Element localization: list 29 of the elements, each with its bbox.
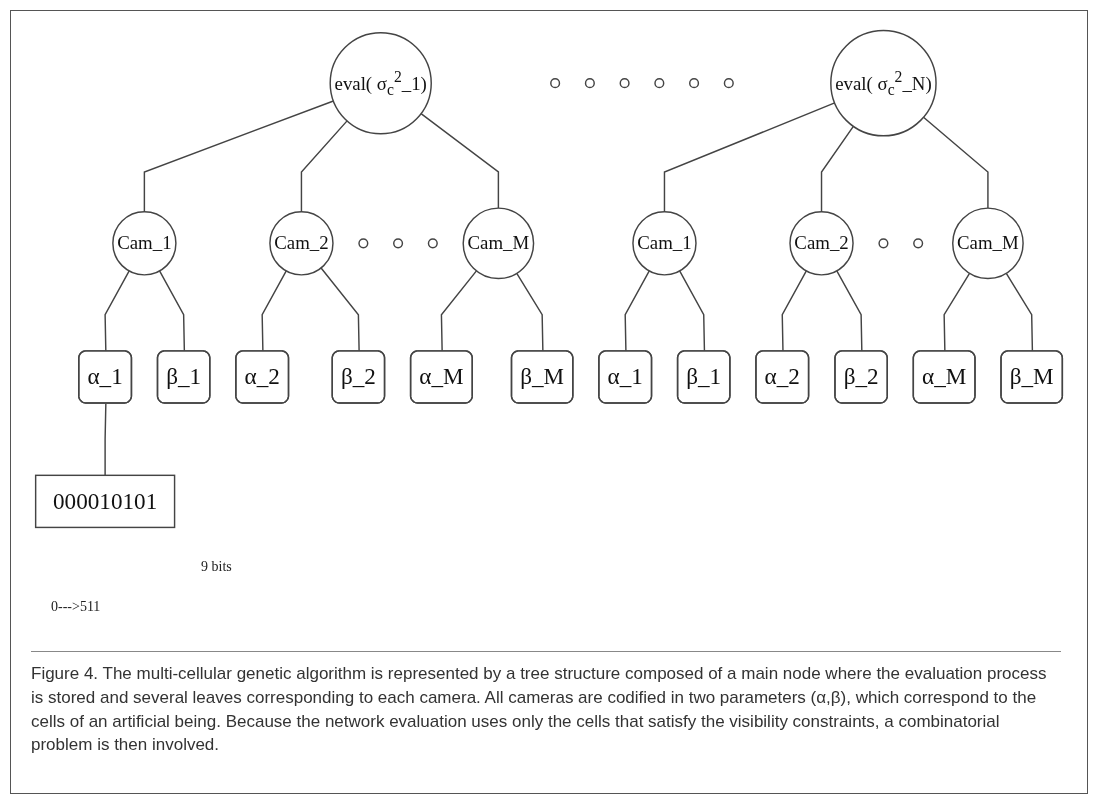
node-circle: Cam_1 [112, 211, 177, 276]
node-circle [358, 238, 369, 249]
node-circle: Cam_M [462, 207, 535, 280]
node-circle [913, 238, 924, 249]
node-box: 000010101 [34, 474, 176, 529]
connector [663, 102, 836, 213]
connector [300, 120, 348, 213]
node-circle: Cam_1 [632, 211, 697, 276]
node-circle [393, 238, 404, 249]
node-circle [689, 78, 700, 89]
node-circle: Cam_M [952, 207, 1024, 280]
connector [820, 125, 855, 213]
node-circle [550, 78, 561, 89]
connector [420, 112, 500, 209]
node-circle: Cam_2 [269, 211, 334, 276]
node-circle [619, 78, 630, 89]
node-circle [878, 238, 889, 249]
node-circle: eval( σ$_{c}$$^{2}$_1) [329, 31, 432, 135]
node-circle [427, 238, 438, 249]
node-circle: eval( σ$_{c}$$^{2}$_N) [830, 29, 937, 137]
node-circle: Cam_2 [789, 211, 854, 276]
connector [104, 402, 107, 477]
note-text: 9 bits [201, 559, 232, 575]
note-text: 0--->511 [51, 599, 101, 615]
node-circle [723, 78, 734, 89]
connector [922, 116, 989, 209]
node-circle [654, 78, 665, 89]
figure-caption: Figure 4. The multi-cellular genetic algorithm is represented by a tree structure composed of a main node where the evaluation process is stored and several leaves corresponding to each camera. All cameras are codified in two parameters (α,β), which correspond to the cells of an artificial being. Because the network evaluation uses only the cells that satisfy the visibility constraints, a combinatorial problem is then involved. [31, 651, 1061, 758]
node-circle [584, 78, 595, 89]
